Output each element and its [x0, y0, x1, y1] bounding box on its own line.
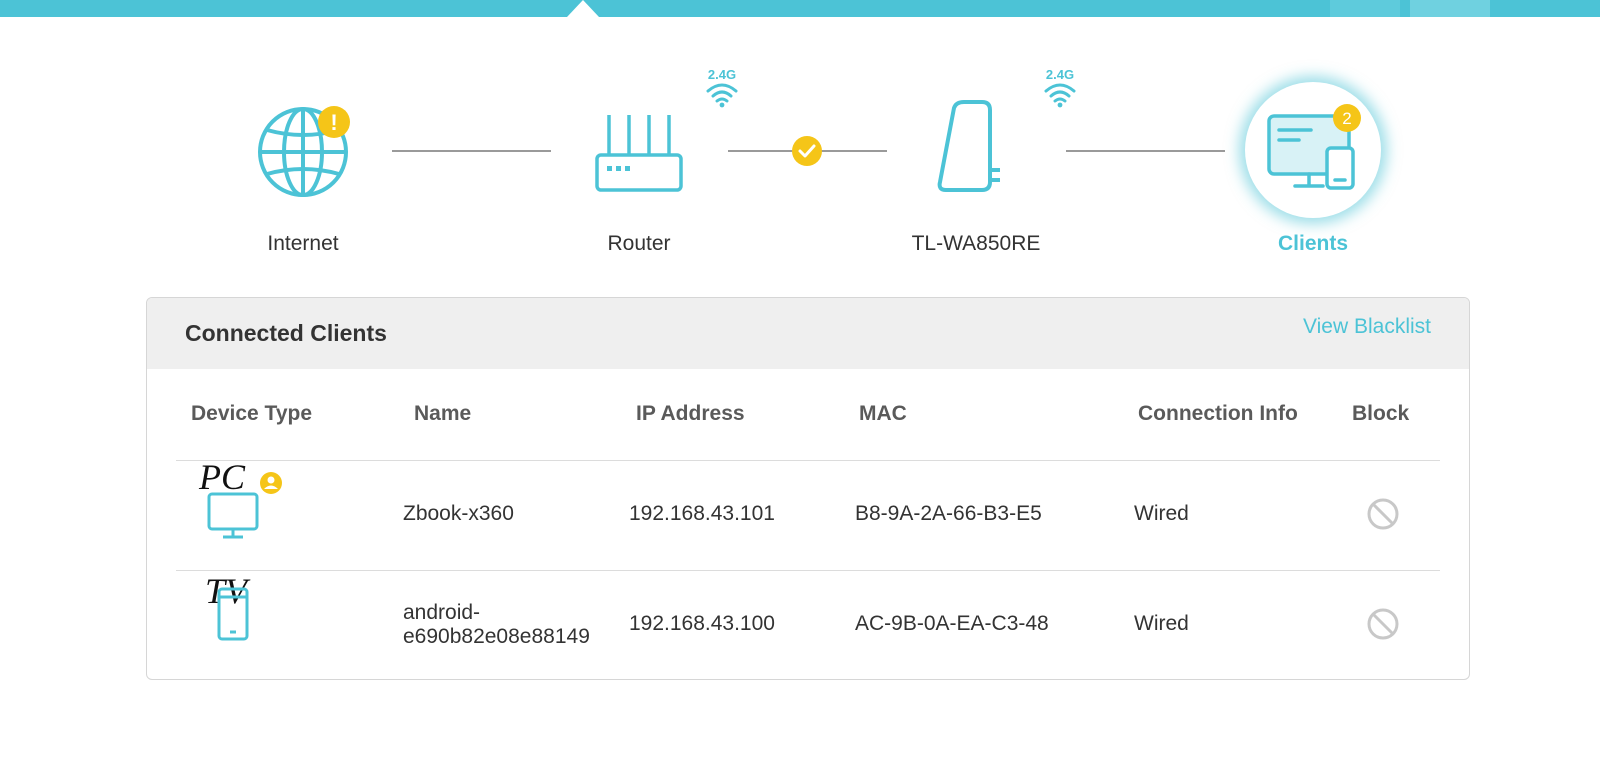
- column-header-mac: MAC: [859, 402, 907, 425]
- row-divider: [176, 570, 1440, 571]
- client-name-line: android-: [403, 601, 481, 624]
- wifi-icon: [1044, 83, 1076, 108]
- client-count-badge: 2: [1333, 104, 1361, 132]
- client-name: android- e690b82e08e88149: [403, 601, 590, 649]
- svg-text:!: !: [330, 110, 337, 135]
- link-internet-router: [392, 150, 551, 152]
- device-tag: PC: [198, 459, 246, 497]
- column-header-device-type: Device Type: [191, 402, 313, 425]
- client-name: Zbook-x360: [403, 502, 514, 525]
- router-icon: [595, 115, 683, 192]
- banner-notch: [567, 0, 599, 17]
- topology-node-clients[interactable]: 2 Clients: [1245, 82, 1381, 270]
- extender-wifi-badge: 2.4G: [1040, 67, 1080, 113]
- wifi-band-label: 2.4G: [1045, 67, 1075, 82]
- banner-decoration: [1330, 0, 1400, 17]
- topology-node-extender[interactable]: TL-WA850RE: [912, 90, 1040, 270]
- client-ip: 192.168.43.100: [629, 612, 775, 635]
- node-label-router: Router: [607, 232, 671, 255]
- table-row: TV android- e690b82e08e88149 192.168.43.…: [147, 571, 1469, 679]
- panel-title: Connected Clients: [185, 320, 387, 346]
- link-extender-clients: [1066, 150, 1225, 152]
- wifi-icon: [706, 83, 738, 108]
- view-blacklist-link[interactable]: View Blacklist: [1303, 315, 1431, 338]
- warning-badge-icon: !: [318, 106, 350, 138]
- table-row: PC Zbook-x360 192.168.43.101 B8-9A-2A-66…: [147, 459, 1469, 569]
- extender-icon: [937, 100, 1000, 192]
- client-connection: Wired: [1134, 502, 1189, 525]
- wifi-band-label: 2.4G: [707, 67, 737, 82]
- row-divider: [176, 460, 1440, 461]
- router-wifi-badge: 2.4G: [702, 67, 742, 113]
- block-icon[interactable]: [1365, 496, 1401, 532]
- client-ip: 192.168.43.101: [629, 502, 775, 525]
- client-connection: Wired: [1134, 612, 1189, 635]
- banner-decoration: [1410, 0, 1490, 17]
- svg-text:2: 2: [1342, 109, 1351, 128]
- topology-node-internet[interactable]: ! Internet: [243, 90, 363, 270]
- panel-header: Connected Clients View Blacklist: [147, 298, 1469, 369]
- monitor-icon: PC: [198, 459, 282, 539]
- node-label-clients: Clients: [1277, 232, 1348, 255]
- client-mac: B8-9A-2A-66-B3-E5: [855, 502, 1042, 525]
- column-header-name: Name: [414, 402, 472, 425]
- phone-icon: TV: [205, 571, 251, 641]
- column-header-ip: IP Address: [636, 402, 745, 425]
- column-header-block: Block: [1352, 402, 1410, 425]
- column-header-connection: Connection Info: [1138, 402, 1298, 425]
- client-mac: AC-9B-0A-EA-C3-48: [855, 612, 1049, 635]
- device-tag: TV: [205, 571, 251, 611]
- top-banner: [0, 0, 1600, 17]
- connected-clients-panel: Connected Clients View Blacklist Device …: [146, 297, 1470, 680]
- block-icon[interactable]: [1365, 606, 1401, 642]
- clients-icon: [1267, 114, 1355, 190]
- node-label-extender: TL-WA850RE: [911, 232, 1041, 255]
- topology-node-router[interactable]: Router: [579, 90, 699, 270]
- client-name-line: e690b82e08e88149: [403, 625, 590, 648]
- node-label-internet: Internet: [267, 232, 339, 255]
- connected-check-icon: [792, 136, 822, 166]
